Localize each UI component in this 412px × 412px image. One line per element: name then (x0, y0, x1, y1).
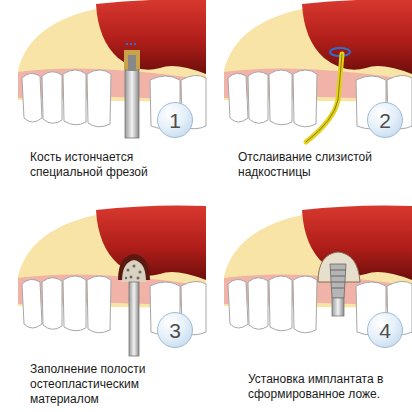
callout-number: 3 (169, 320, 181, 341)
callout-number: 2 (379, 110, 391, 131)
step-caption: Отслаивание слизистой надкостницы (238, 150, 398, 180)
callout-circle: 4 (367, 312, 403, 348)
callout-circle: 3 (157, 312, 193, 348)
step-caption: Заполнение полости остеопластическим мат… (30, 362, 190, 407)
callout-circle: 1 (157, 102, 193, 138)
callout-number: 4 (379, 320, 391, 341)
step-caption: Кость истончается специальной фрезой (30, 150, 190, 180)
step-caption: Установка имплантата в сформированное ло… (248, 372, 408, 402)
callout-number: 1 (169, 110, 181, 131)
callout-circle: 2 (367, 102, 403, 138)
